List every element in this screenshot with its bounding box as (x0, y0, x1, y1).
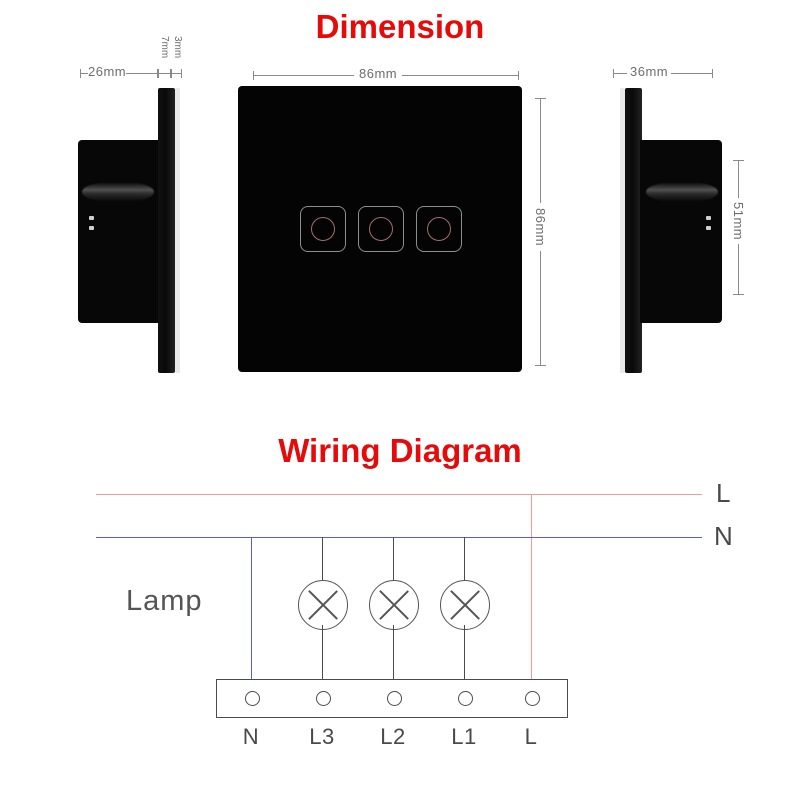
terminal-l3-label: L3 (309, 724, 335, 749)
left-side-view (78, 88, 188, 373)
dim-label-7mm: 7mm (159, 36, 170, 59)
dim-label-height-86mm: 86mm (533, 203, 548, 252)
dim-label-width-86mm: 86mm (354, 66, 403, 81)
neutral-rail-label: N (714, 521, 733, 551)
left-view-back-body (78, 140, 160, 323)
dim-line-7mm (158, 69, 171, 78)
wiring-section-title: Wiring Diagram (278, 432, 522, 469)
terminal-l3-hole[interactable] (316, 691, 331, 706)
terminal-l2-hole[interactable] (387, 691, 402, 706)
left-view-vent-lower (89, 226, 94, 230)
neutral-rail-drop (251, 537, 253, 694)
terminal-l1-label: L1 (451, 724, 477, 749)
neutral-rail-horizontal (96, 537, 702, 539)
right-view-faceplate-gloss (620, 88, 625, 373)
lamp-3-top-wire (464, 537, 466, 584)
dim-label-26mm: 26mm (88, 64, 127, 79)
terminal-l-label: L (524, 724, 538, 749)
left-view-body-highlight (82, 182, 154, 202)
dimension-section-title: Dimension (315, 8, 485, 45)
lamp-3-cross (441, 581, 489, 629)
lamp-1-top-wire (322, 537, 324, 584)
left-view-faceplate-edge (158, 88, 175, 373)
dim-line-3mm (171, 69, 182, 78)
live-rail-drop (531, 494, 533, 694)
lamp-2-cross (370, 581, 418, 629)
terminal-block (216, 679, 568, 718)
terminal-l2-label: L2 (380, 724, 406, 749)
lamp-3 (440, 580, 490, 630)
right-view-back-body (640, 140, 722, 323)
left-view-faceplate-gloss (175, 88, 180, 373)
touch-button-3[interactable] (416, 206, 462, 252)
terminal-l-hole[interactable] (525, 691, 540, 706)
front-panel-view (238, 86, 522, 372)
dim-label-51mm: 51mm (731, 198, 746, 245)
lamp-1-cross (299, 581, 347, 629)
terminal-l1-hole[interactable] (458, 691, 473, 706)
lamp-3-bottom-wire (464, 625, 466, 694)
right-view-vent-upper (706, 216, 711, 220)
dim-label-36mm: 36mm (627, 64, 672, 79)
terminal-n-hole[interactable] (245, 691, 260, 706)
lamp-2-bottom-wire (393, 625, 395, 694)
touch-button-1[interactable] (300, 206, 346, 252)
right-view-body-highlight (646, 182, 718, 202)
lamp-group-label: Lamp (126, 585, 203, 617)
touch-button-1-ring (311, 217, 335, 241)
terminal-n-label: N (242, 724, 260, 749)
lamp-2 (369, 580, 419, 630)
lamp-1-bottom-wire (322, 625, 324, 694)
live-rail-label: L (716, 478, 731, 508)
dim-label-3mm: 3mm (172, 36, 183, 59)
right-view-faceplate-edge (625, 88, 642, 373)
touch-button-3-ring (427, 217, 451, 241)
live-rail-horizontal (96, 494, 702, 496)
left-view-vent-upper (89, 216, 94, 220)
right-view-vent-lower (706, 226, 711, 230)
touch-button-2[interactable] (358, 206, 404, 252)
touch-button-2-ring (369, 217, 393, 241)
lamp-1 (298, 580, 348, 630)
right-side-view (612, 88, 722, 373)
lamp-2-top-wire (393, 537, 395, 584)
